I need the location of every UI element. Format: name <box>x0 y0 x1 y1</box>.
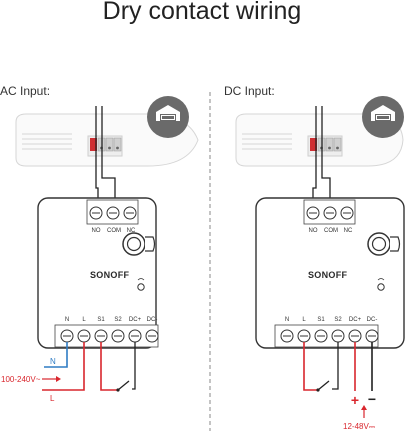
dc-voltage-label: 12-48V⎓ <box>343 422 376 431</box>
terminal-l: L <box>82 317 86 323</box>
ac-voltage-label: 100-240V~ <box>1 375 41 384</box>
relay-terminal-block: NO COM NC <box>303 199 356 234</box>
neutral-label: N <box>50 357 56 366</box>
live-label: L <box>50 394 55 403</box>
input-terminal-block: N L S1 S2 DC+ DC- <box>54 317 159 348</box>
terminal-nc: NC <box>127 228 136 234</box>
terminal-s2: S2 <box>334 317 342 323</box>
terminal-s2: S2 <box>114 317 122 323</box>
terminal-dc-minus: DC- <box>367 317 378 323</box>
brand-logo: SONOFF <box>308 270 348 280</box>
terminal-s1: S1 <box>97 317 105 323</box>
terminal-com: COM <box>107 228 121 234</box>
neutral-wire <box>44 342 68 368</box>
ac-section: AC Input: <box>0 84 199 403</box>
relay-terminal-block: NO COM NC <box>86 199 139 234</box>
terminal-dc-minus: DC- <box>147 317 158 323</box>
terminal-n: N <box>65 317 69 323</box>
diagram-title: Dry contact wiring <box>103 0 302 25</box>
terminal-dc-plus: DC+ <box>349 317 362 323</box>
dry-contact-switch <box>316 342 339 392</box>
dc-plus-symbol: + <box>351 392 359 408</box>
terminal-no: NO <box>309 228 318 234</box>
ac-arrow <box>42 376 61 382</box>
s1-wire <box>303 342 318 391</box>
dc-section: DC Input: <box>224 84 405 431</box>
terminal-s1: S1 <box>317 317 325 323</box>
terminal-no: NO <box>92 228 101 234</box>
input-terminal-block: N L S1 S2 DC+ DC- <box>274 317 379 348</box>
wifi-led-icon <box>137 278 145 291</box>
dc-arrow <box>361 405 367 418</box>
terminal-nc: NC <box>344 228 353 234</box>
live-wire <box>42 342 85 391</box>
s1-wire <box>100 342 118 391</box>
reset-button-icon <box>122 232 156 256</box>
dc-minus-symbol: − <box>368 391 376 407</box>
sonoff-device <box>255 197 405 349</box>
ac-input-label: AC Input: <box>0 84 50 98</box>
garage-door-icon <box>362 96 404 138</box>
terminal-l: L <box>302 317 306 323</box>
dry-contact-switch <box>116 342 136 392</box>
garage-door-icon <box>147 96 189 138</box>
terminal-com: COM <box>324 228 338 234</box>
reset-button-icon <box>367 232 401 256</box>
terminal-dc-plus: DC+ <box>129 317 142 323</box>
terminal-n: N <box>285 317 289 323</box>
wifi-led-icon <box>377 278 385 291</box>
dc-input-label: DC Input: <box>224 84 275 98</box>
brand-logo: SONOFF <box>90 270 130 280</box>
